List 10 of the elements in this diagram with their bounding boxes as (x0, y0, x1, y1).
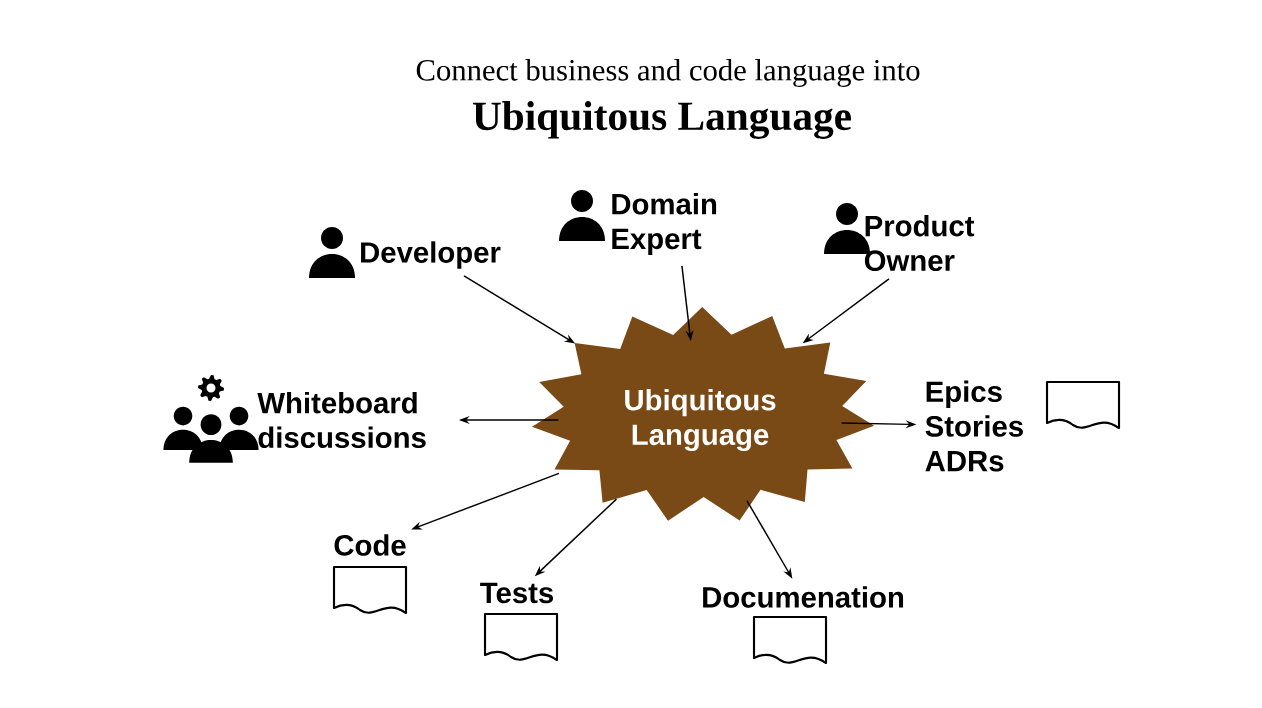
node-label: Whiteboard discussions (257, 391, 426, 449)
node-label: Tests (480, 582, 554, 604)
node-label: Code (334, 534, 406, 556)
node-label: Product Owner (864, 214, 975, 272)
node-label: Domain Expert (612, 193, 717, 255)
node-label: Epics Stories ADRs (925, 380, 1023, 472)
node-label: Developer (361, 241, 501, 269)
heading: Ubiquitous Language (472, 101, 851, 139)
node-label: Documenation (703, 586, 904, 608)
title: Connect business and code language into (416, 59, 920, 87)
